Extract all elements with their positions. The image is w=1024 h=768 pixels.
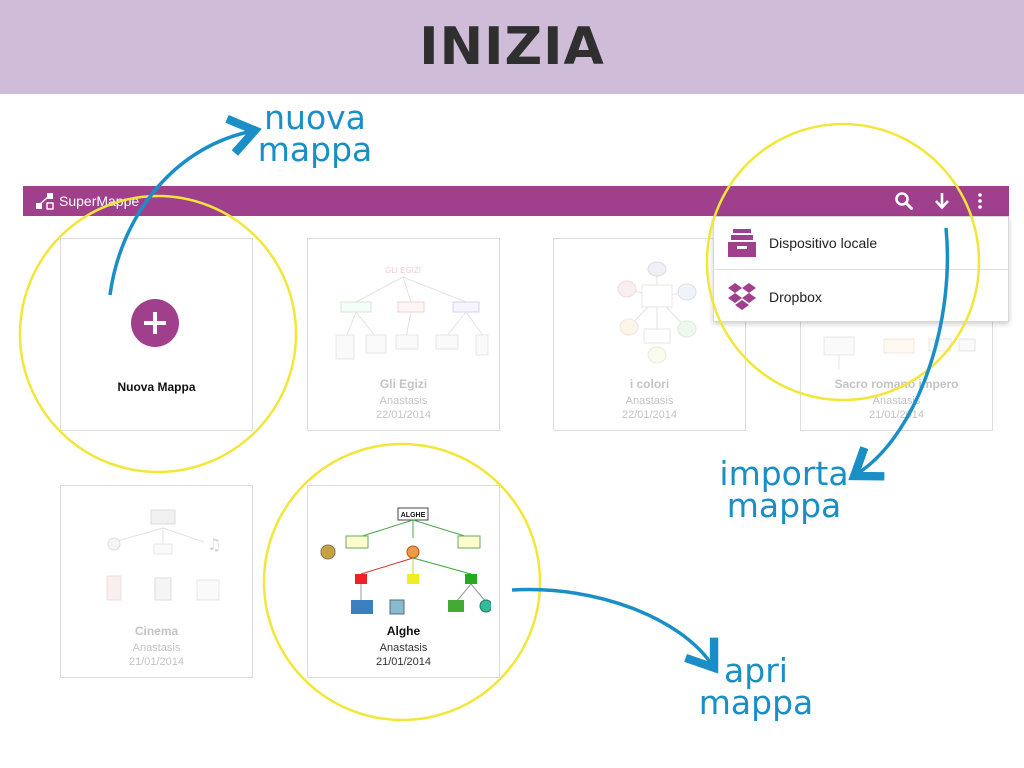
map-thumbnail: ♫ — [106, 509, 221, 601]
map-title: Alghe — [386, 624, 421, 638]
map-date: 21/01/2014 — [128, 656, 185, 668]
map-author: Anastasis — [625, 395, 674, 407]
menu-item-local-device[interactable]: Dispositivo locale — [714, 217, 1008, 270]
callout-line: importa — [719, 454, 849, 493]
overflow-menu-button[interactable] — [961, 186, 999, 216]
thumb-heading: ALGHE — [401, 512, 426, 519]
map-author: Anastasis — [379, 395, 428, 407]
page-title: INIZIA — [419, 17, 605, 77]
menu-item-label: Dispositivo locale — [769, 235, 878, 251]
map-author: Anastasis — [132, 642, 181, 654]
map-author: Anastasis — [379, 642, 428, 654]
new-map-label: Nuova Mappa — [117, 380, 196, 394]
dropbox-icon — [728, 282, 756, 310]
download-icon — [935, 193, 949, 210]
menu-item-label: Dropbox — [769, 288, 822, 305]
callout-line: apri — [724, 651, 788, 690]
callout-line: mappa — [726, 486, 842, 525]
map-date: 22/01/2014 — [375, 409, 432, 421]
title-banner: INIZIA — [0, 0, 1024, 94]
callout-open-map: apri mappa — [696, 651, 816, 722]
map-thumbnail: GLI EGIZI — [335, 266, 489, 360]
map-date: 21/01/2014 — [868, 409, 925, 421]
search-button[interactable] — [885, 186, 923, 216]
map-card-alghe[interactable]: ALGHE Alghe Anastasis 21/01/2014 — [307, 485, 500, 678]
plus-icon — [144, 312, 166, 334]
toolbar-actions — [885, 186, 999, 216]
map-thumbnail — [617, 261, 697, 364]
svg-text:♫: ♫ — [207, 535, 221, 554]
map-author: Anastasis — [872, 395, 921, 407]
map-date: 22/01/2014 — [621, 409, 678, 421]
new-map-card[interactable]: Nuova Mappa — [60, 238, 253, 431]
archive-box-icon — [728, 229, 756, 257]
thumb-heading: GLI EGIZI — [385, 266, 421, 275]
callout-new-map: nuova mappa — [255, 98, 375, 169]
app-toolbar: SuperMappe — [23, 186, 1009, 216]
map-thumbnail: ALGHE — [320, 507, 491, 615]
map-title: Sacro romano impero — [834, 377, 959, 391]
app-logo-icon — [36, 193, 54, 210]
arrow-open-map — [511, 587, 719, 674]
map-title: i colori — [629, 377, 670, 391]
map-card-cinema[interactable]: ♫ Cinema Anastasis 21/01/2014 — [60, 485, 253, 678]
callout-import-map: importa mappa — [714, 454, 854, 525]
add-map-button[interactable] — [131, 299, 179, 347]
more-vertical-icon — [978, 193, 982, 209]
search-icon — [895, 192, 913, 210]
map-card-gli-egizi[interactable]: GLI EGIZI Gli Egizi Anastasis 22/01/2014 — [307, 238, 500, 431]
menu-item-dropbox[interactable]: Dropbox — [714, 270, 1008, 323]
callout-line: mappa — [698, 683, 814, 722]
callout-line: nuova — [264, 98, 366, 137]
callout-line: mappa — [257, 130, 373, 169]
import-menu: Dispositivo locale Dropbox — [713, 216, 1009, 322]
map-date: 21/01/2014 — [375, 656, 432, 668]
map-title: Cinema — [134, 624, 179, 638]
import-button[interactable] — [923, 186, 961, 216]
map-title: Gli Egizi — [379, 377, 428, 391]
app-name: SuperMappe — [59, 193, 140, 209]
